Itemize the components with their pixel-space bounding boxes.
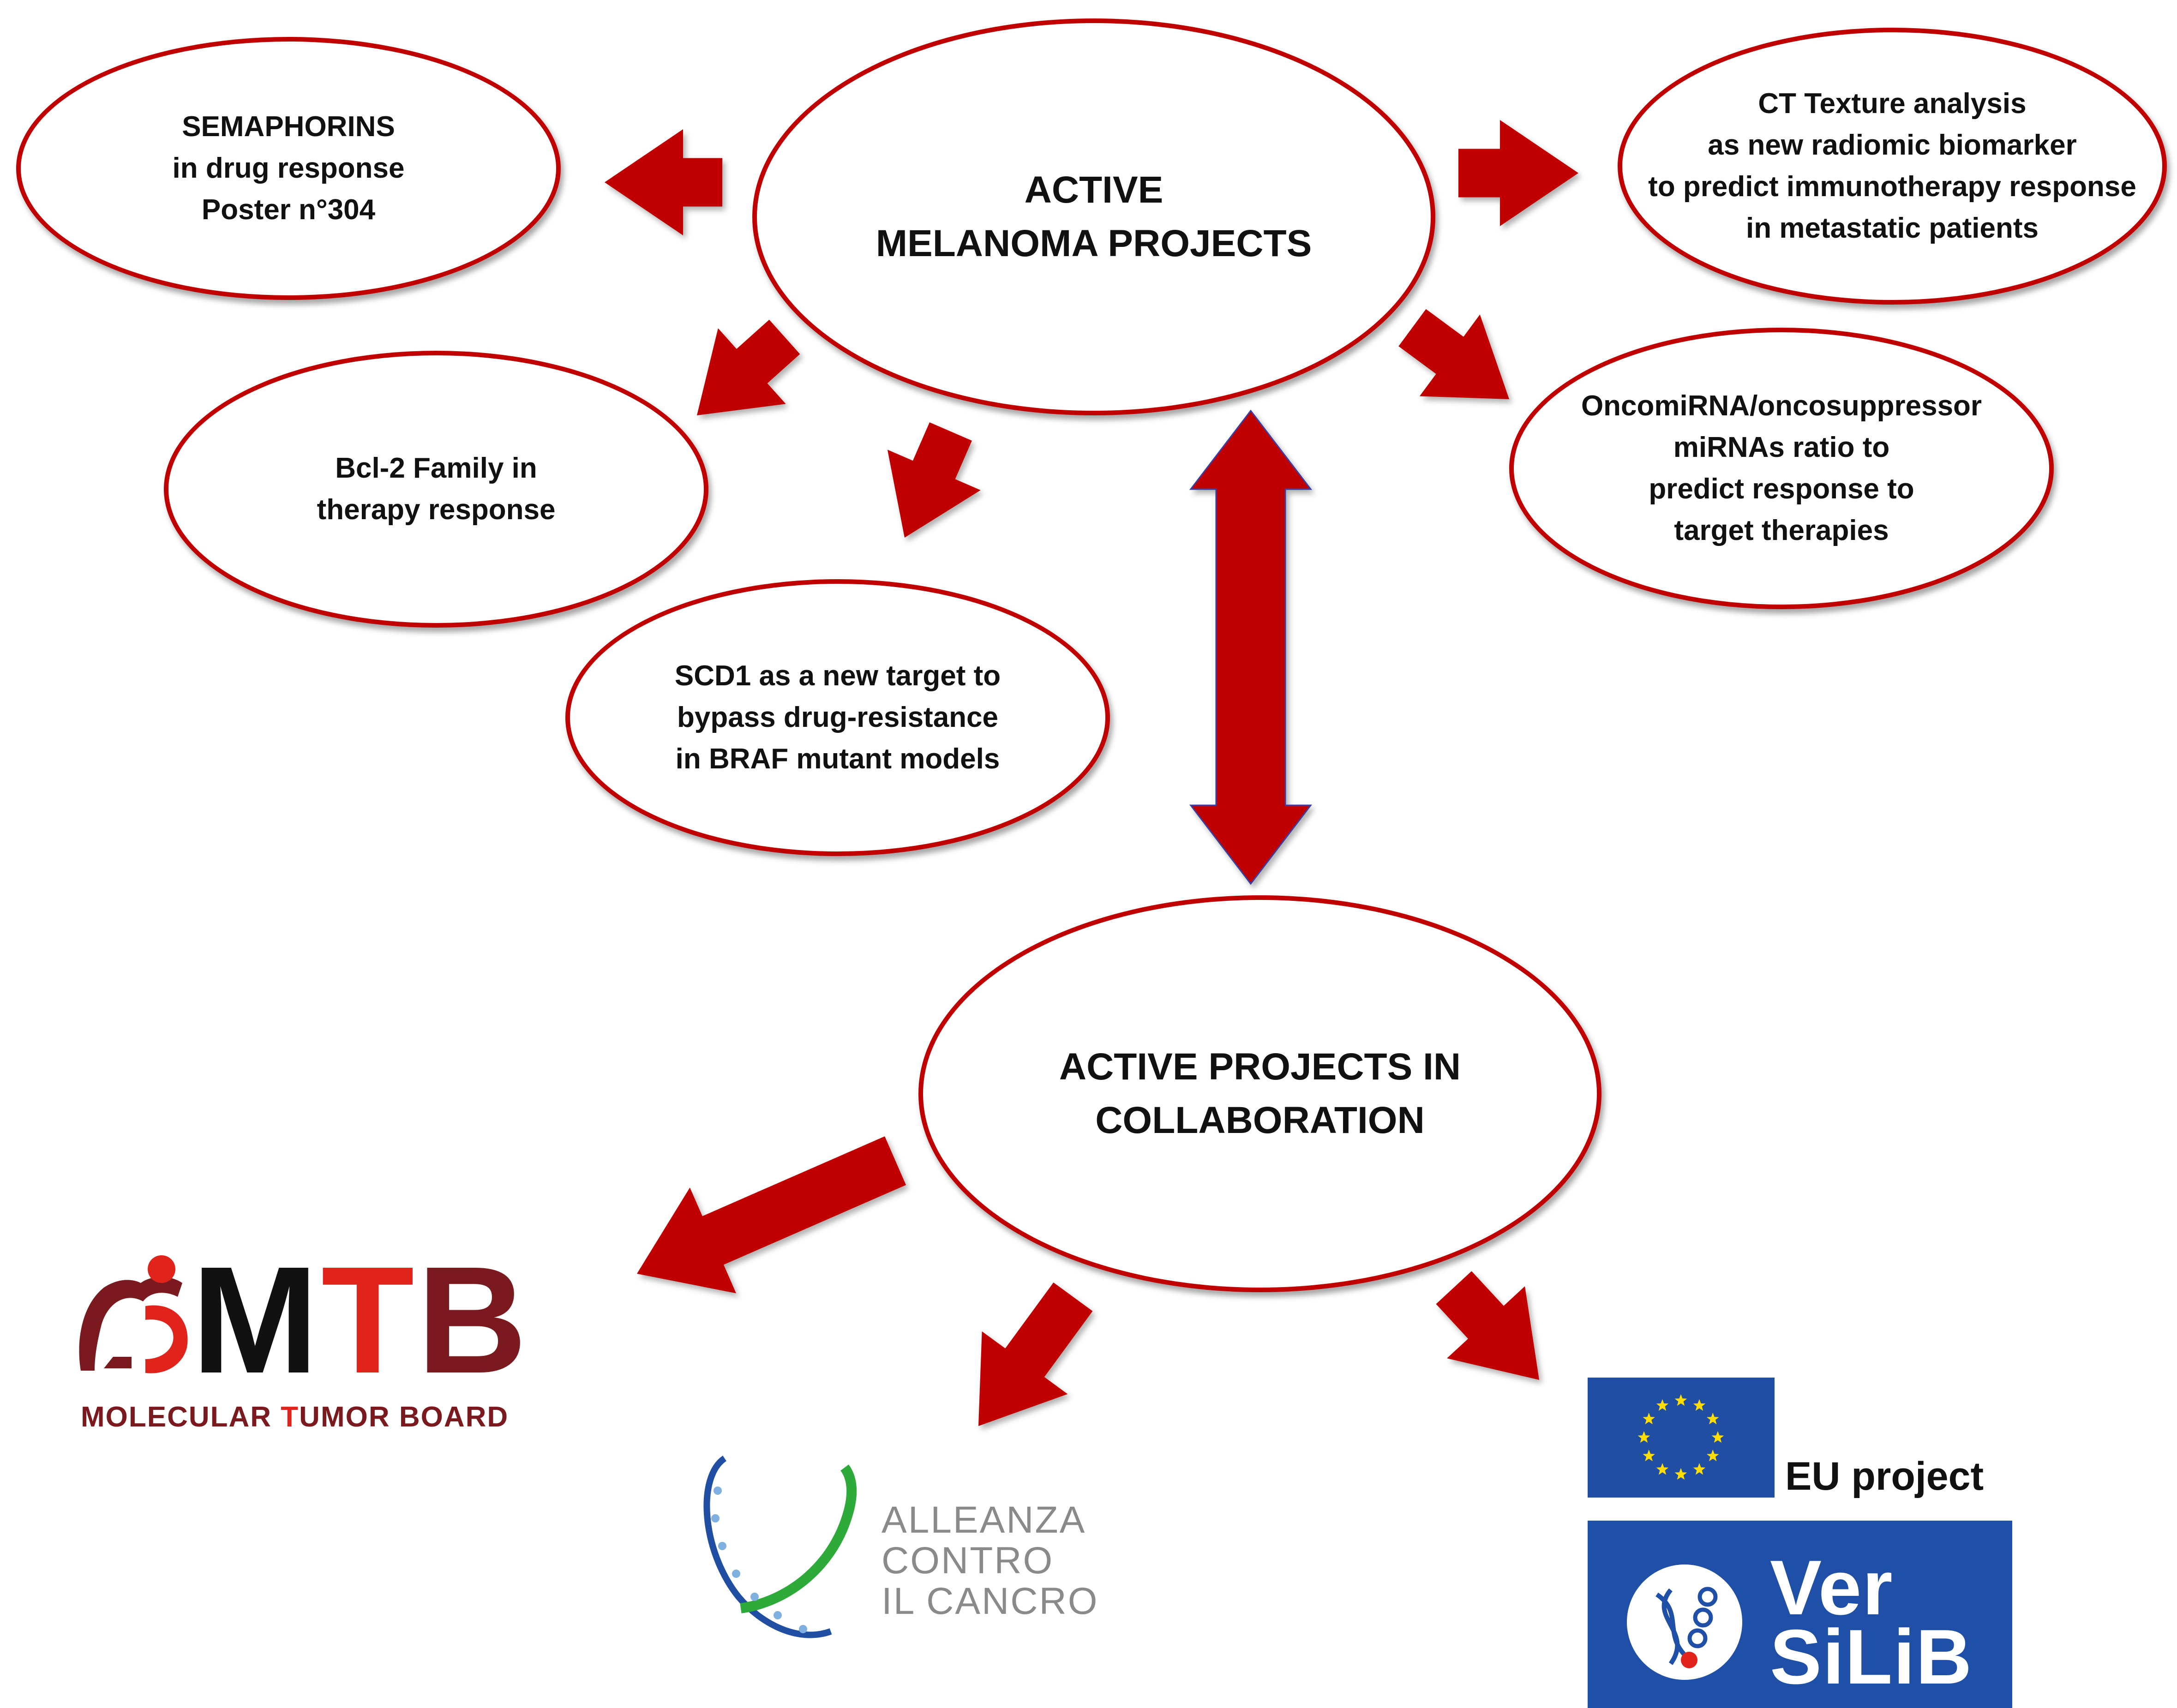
collab-title-line-1: ACTIVE PROJECTS IN <box>1059 1046 1461 1088</box>
scd1-text: SCD1 as a new target to bypass drug-resi… <box>675 655 1001 780</box>
arrow-to-bcl2 <box>697 319 800 415</box>
arrow-to-oncomirna <box>1398 309 1509 399</box>
text-line: bypass drug-resistance <box>677 701 999 733</box>
text-line: as new radiomic biomarker <box>1708 129 2077 161</box>
mtb-letter-t: T <box>321 1235 417 1405</box>
mtb-subtitle: MOLECULAR TUMOR BOARD <box>81 1401 509 1433</box>
bcl2-text: Bcl-2 Family in therapy response <box>317 448 556 531</box>
eu-star-icon <box>1643 1450 1655 1462</box>
arrow-to-semaphorins <box>605 129 722 235</box>
oncomirna-text: OncomiRNA/oncosuppressor miRNAs ratio to… <box>1581 385 1982 551</box>
mtb-letters: MTB <box>192 1244 530 1396</box>
eu-stars-icon <box>1637 1394 1724 1480</box>
ct-texture-oval: CT Texture analysis as new radiomic biom… <box>1618 28 2167 305</box>
main-title-line-1: ACTIVE <box>1024 169 1163 211</box>
mtb-letter-b: B <box>417 1235 530 1405</box>
arrow-to-scd1 <box>887 422 981 538</box>
alleanza-ring-icon <box>703 1456 857 1638</box>
arrow-to-eu <box>1436 1271 1539 1380</box>
versilib-emblem-icon <box>1627 1564 1742 1680</box>
eu-star-icon <box>1693 1399 1706 1411</box>
text-line: miRNAs ratio to <box>1673 431 1890 463</box>
text-line: in BRAF mutant models <box>675 743 1000 775</box>
scd1-oval: SCD1 as a new target to bypass drug-resi… <box>565 579 1110 856</box>
text-line: in drug response <box>172 152 405 184</box>
mtb-subtitle-part: UMOR BOARD <box>299 1401 509 1433</box>
oncomirna-oval: OncomiRNA/oncosuppressor miRNAs ratio to… <box>1509 328 2054 609</box>
text-line: Poster n°304 <box>201 194 376 226</box>
collaboration-oval: ACTIVE PROJECTS IN COLLABORATION <box>918 895 1601 1292</box>
eu-star-icon <box>1674 1394 1687 1406</box>
text-line: Bcl-2 Family in <box>335 452 537 484</box>
mtb-subtitle-part: MOLECULAR <box>81 1401 281 1433</box>
text-line: in metastatic patients <box>1746 212 2039 244</box>
eu-star-icon <box>1693 1463 1706 1475</box>
main-project-oval: ACTIVE MELANOMA PROJECTS <box>752 18 1435 415</box>
versilib-line-2: SiLiB <box>1770 1613 1973 1700</box>
eu-star-icon <box>1643 1413 1655 1425</box>
mtb-letter-m: M <box>192 1235 321 1405</box>
text-line: target therapies <box>1674 515 1889 546</box>
collaboration-title: ACTIVE PROJECTS IN COLLABORATION <box>1059 1040 1461 1147</box>
text-line: to predict immunotherapy response <box>1648 171 2136 203</box>
eu-star-icon <box>1707 1450 1719 1462</box>
eu-star-icon <box>1707 1413 1719 1425</box>
eu-project-label: EU project <box>1785 1454 1984 1498</box>
text-line: predict response to <box>1649 473 1914 505</box>
arrow-to-alleanza <box>978 1282 1093 1426</box>
main-project-title: ACTIVE MELANOMA PROJECTS <box>876 163 1312 270</box>
mtb-subtitle-t: T <box>281 1401 300 1433</box>
bcl2-oval: Bcl-2 Family in therapy response <box>164 351 708 628</box>
eu-star-icon <box>1674 1468 1687 1480</box>
text-line: SCD1 as a new target to <box>674 660 1001 692</box>
semaphorins-text: SEMAPHORINS in drug response Poster n°30… <box>173 106 405 231</box>
eu-star-icon <box>1637 1431 1650 1443</box>
mtb-logo: MTB MOLECULAR TUMOR BOARD <box>76 1241 538 1444</box>
eu-star-icon <box>1656 1399 1669 1411</box>
alleanza-text: ALLEANZA CONTRO IL CANCRO <box>882 1500 1098 1622</box>
versilib-line-1: Ver <box>1770 1544 1894 1631</box>
main-title-line-2: MELANOMA PROJECTS <box>876 222 1312 264</box>
collab-title-line-2: COLLABORATION <box>1095 1099 1425 1141</box>
ct-texture-text: CT Texture analysis as new radiomic biom… <box>1648 83 2136 249</box>
eu-flag <box>1588 1378 1775 1498</box>
alleanza-line: CONTRO <box>882 1540 1054 1582</box>
semaphorins-oval: SEMAPHORINS in drug response Poster n°30… <box>16 37 561 300</box>
eu-star-icon <box>1656 1463 1669 1475</box>
double-arrow-main-collab <box>1189 409 1313 885</box>
text-line: OncomiRNA/oncosuppressor <box>1581 390 1982 422</box>
alleanza-line: ALLEANZA <box>882 1499 1086 1541</box>
arrow-to-mtb <box>637 1136 906 1294</box>
eu-star-icon <box>1711 1431 1724 1443</box>
alleanza-line: IL CANCRO <box>882 1580 1099 1622</box>
versilib-logo: Ver SiLiB <box>1588 1521 2012 1708</box>
text-line: CT Texture analysis <box>1758 88 2027 120</box>
text-line: therapy response <box>317 494 556 526</box>
text-line: SEMAPHORINS <box>182 111 395 143</box>
versilib-text: Ver SiLiB <box>1770 1544 1973 1700</box>
alleanza-logo: ALLEANZA CONTRO IL CANCRO <box>697 1449 1135 1648</box>
arrow-to-ct-texture <box>1458 120 1578 226</box>
mtb-symbol-icon <box>79 1255 188 1373</box>
